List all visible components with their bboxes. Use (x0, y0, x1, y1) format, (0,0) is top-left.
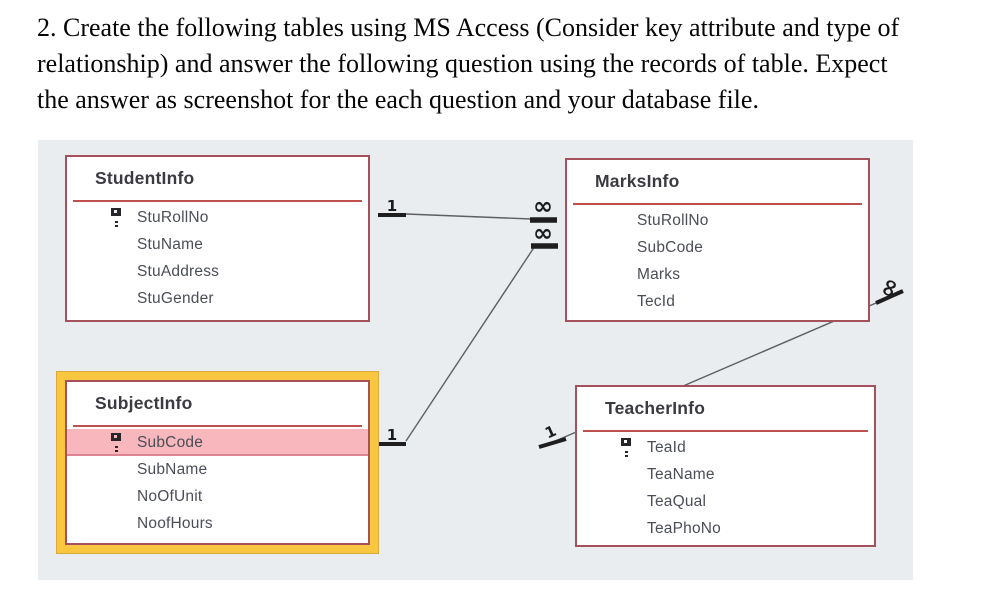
key-spacer (619, 492, 634, 511)
field-noofhours[interactable]: NoofHours (67, 510, 368, 537)
table-studentinfo[interactable]: StudentInfo StuRollNo StuName StuAddress… (65, 155, 370, 322)
field-subcode[interactable]: SubCode (567, 234, 868, 261)
field-name: SubCode (637, 238, 704, 256)
infinity-label: ∞ (533, 219, 553, 247)
question-line-2: relationship) and answer the following q… (37, 49, 888, 78)
field-name: SubCode (137, 433, 204, 451)
field-teaname[interactable]: TeaName (577, 461, 874, 488)
relationship-line-studentinfo-marksinfo[interactable] (405, 213, 532, 220)
field-list: StuRollNo SubCode Marks TecId (567, 205, 868, 315)
field-name: TeaId (647, 438, 686, 456)
key-spacer (609, 265, 624, 284)
field-stugender[interactable]: StuGender (67, 285, 368, 312)
field-subcode[interactable]: SubCode (67, 429, 368, 456)
field-marks[interactable]: Marks (567, 261, 868, 288)
key-spacer (609, 238, 624, 257)
cardinality-one-label: 1 (387, 426, 397, 444)
field-list: TeaId TeaName TeaQual TeaPhoNo (577, 432, 874, 542)
title-separator (73, 425, 362, 427)
table-marksinfo[interactable]: MarksInfo StuRollNo SubCode Marks TecId (565, 158, 870, 322)
field-name: TeaQual (647, 492, 707, 510)
table-subjectinfo[interactable]: SubjectInfo SubCode SubName NoOfUnit Noo… (65, 380, 370, 545)
key-spacer (609, 211, 624, 230)
field-name: TeaName (647, 465, 715, 483)
field-name: TeaPhoNo (647, 519, 721, 537)
infinity-label: ∞ (533, 192, 553, 220)
field-stuaddress[interactable]: StuAddress (67, 258, 368, 285)
field-list: SubCode SubName NoOfUnit NoofHours (67, 427, 368, 537)
table-teacherinfo[interactable]: TeacherInfo TeaId TeaName TeaQual TeaPho… (575, 385, 876, 547)
key-spacer (109, 460, 124, 479)
field-name: NoOfUnit (137, 487, 203, 505)
field-stuname[interactable]: StuName (67, 231, 368, 258)
key-spacer (609, 292, 624, 311)
field-name: NoofHours (137, 514, 213, 532)
question-line-3: the answer as screenshot for the each qu… (37, 85, 759, 114)
primary-key-icon (619, 438, 634, 457)
infinity-label: ∞ (872, 273, 905, 302)
relationship-line-subjectinfo-marksinfo[interactable] (405, 245, 536, 442)
key-spacer (109, 289, 124, 308)
primary-key-icon (109, 433, 124, 452)
table-title: SubjectInfo (95, 393, 193, 413)
key-spacer (109, 487, 124, 506)
many-end-bar (875, 289, 904, 305)
key-spacer (109, 514, 124, 533)
question-line-1: 2. Create the following tables using MS … (37, 13, 900, 42)
field-name: StuName (137, 235, 204, 253)
field-teaid[interactable]: TeaId (577, 434, 874, 461)
field-subname[interactable]: SubName (67, 456, 368, 483)
key-spacer (109, 235, 124, 254)
question-text: 2. Create the following tables using MS … (37, 10, 997, 118)
key-spacer (619, 465, 634, 484)
field-teaqual[interactable]: TeaQual (577, 488, 874, 515)
field-name: Marks (637, 265, 681, 283)
title-separator (73, 200, 362, 202)
field-teaphono[interactable]: TeaPhoNo (577, 515, 874, 542)
key-spacer (619, 519, 634, 538)
field-name: StuGender (137, 289, 214, 307)
one-end-bar (538, 437, 567, 449)
table-title: MarksInfo (595, 171, 680, 191)
field-name: StuRollNo (137, 208, 209, 226)
field-sturollno[interactable]: StuRollNo (67, 204, 368, 231)
field-name: SubName (137, 460, 208, 478)
key-spacer (109, 262, 124, 281)
title-separator (583, 430, 868, 432)
table-title: StudentInfo (95, 168, 195, 188)
title-separator (573, 203, 862, 205)
field-list: StuRollNo StuName StuAddress StuGender (67, 202, 368, 312)
cardinality-one-label: 1 (387, 197, 397, 215)
field-noofunit[interactable]: NoOfUnit (67, 483, 368, 510)
field-sturollno[interactable]: StuRollNo (567, 207, 868, 234)
field-tecid[interactable]: TecId (567, 288, 868, 315)
field-name: StuRollNo (637, 211, 709, 229)
cardinality-one-label: 1 (542, 422, 559, 443)
table-title: TeacherInfo (605, 398, 706, 418)
primary-key-icon (109, 208, 124, 227)
field-name: TecId (637, 292, 676, 310)
field-name: StuAddress (137, 262, 220, 280)
